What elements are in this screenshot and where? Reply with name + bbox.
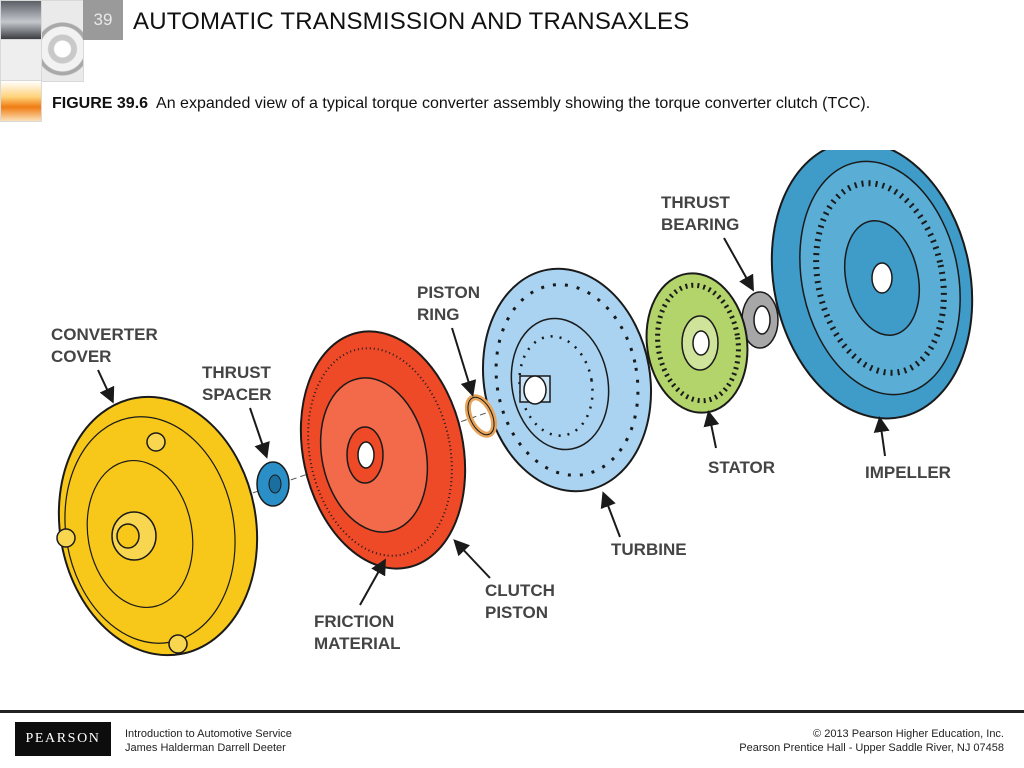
thrust-spacer-hole [268,474,282,494]
arrow-impeller [873,416,890,457]
label-thrust-spacer-2: SPACER [202,385,272,404]
label-clutch-piston-2: PISTON [485,603,548,622]
slide-number: 39 [83,0,123,40]
clutch-piston-center [357,441,375,469]
thrust-spacer-part [256,461,290,507]
arrow-thrust-spacer [249,407,270,459]
converter-cover-lug-2 [56,528,76,548]
footer-copyright: © 2013 Pearson Higher Education, Inc. [813,728,1004,740]
label-friction-material-2: MATERIAL [314,634,401,653]
thrust-bearing-part [741,291,779,349]
figure-caption: FIGURE 39.6 An expanded view of a typical… [52,91,972,116]
footer-publisher-info: © 2013 Pearson Higher Education, Inc. Pe… [739,727,1004,755]
slide-title: AUTOMATIC TRANSMISSION AND TRANSAXLES [133,8,690,35]
label-thrust-bearing-1: THRUST [661,193,731,212]
label-turbine: TURBINE [611,540,687,559]
stator-part [645,272,749,414]
thrust-bearing-inner [753,305,771,335]
label-piston-ring-2: RING [417,305,460,324]
arrow-stator [703,410,720,449]
label-converter-cover-1: CONVERTER [51,325,158,344]
converter-cover-face [86,459,194,609]
pearson-logo: PEARSON [15,722,111,756]
label-converter-cover-2: COVER [51,347,111,366]
turbine-holes [494,283,640,477]
torque-converter-diagram: CONVERTER COVER THRUST SPACER FRICTION M… [51,150,974,657]
arrow-clutch-piston [453,539,491,579]
footer-publisher: Pearson Prentice Hall - Upper Saddle Riv… [739,742,1004,754]
arrow-turbine [600,491,621,538]
turbine-shaft-end [523,375,547,405]
converter-cover-pilot [116,523,140,549]
converter-cover-lug-1 [146,432,166,452]
figure-label: FIGURE 39.6 [52,95,149,112]
impeller-hub [871,262,893,294]
converter-cover-part [56,395,259,657]
figure-caption-text: An expanded view of a typical torque con… [156,95,871,112]
stator-fins [655,282,741,404]
footer-authors: James Halderman Darrell Deeter [125,742,286,754]
footer-rule [0,710,1024,713]
turbine-ring [510,317,610,451]
clutch-piston-part [299,330,467,570]
turbine-part [481,267,653,493]
arrow-thrust-bearing [723,237,754,292]
arrow-piston-ring [451,327,477,397]
converter-cover-outer [57,395,259,657]
header-wheel-photo [41,0,84,82]
arrow-converter-cover [97,369,115,404]
header-tile [0,39,42,81]
label-stator: STATOR [708,458,775,477]
turbine-outer [481,267,653,493]
label-thrust-spacer-1: THRUST [202,363,272,382]
stator-center [692,330,710,356]
impeller-part [770,150,974,420]
friction-material-ring [307,347,453,557]
footer-book-title: Introduction to Automotive Service [125,728,292,740]
label-thrust-bearing-2: BEARING [661,215,739,234]
arrow-friction-material [359,558,386,606]
converter-cover-lug-3 [168,634,188,654]
label-piston-ring-1: PISTON [417,283,480,302]
label-impeller: IMPELLER [865,463,951,482]
label-friction-material-1: FRICTION [314,612,394,631]
header-sports-car-photo [0,80,42,122]
label-clutch-piston-1: CLUTCH [485,581,555,600]
header-car-photo [0,0,42,40]
piston-ring-outline [467,396,495,436]
footer-book-info: Introduction to Automotive Service James… [125,727,292,755]
